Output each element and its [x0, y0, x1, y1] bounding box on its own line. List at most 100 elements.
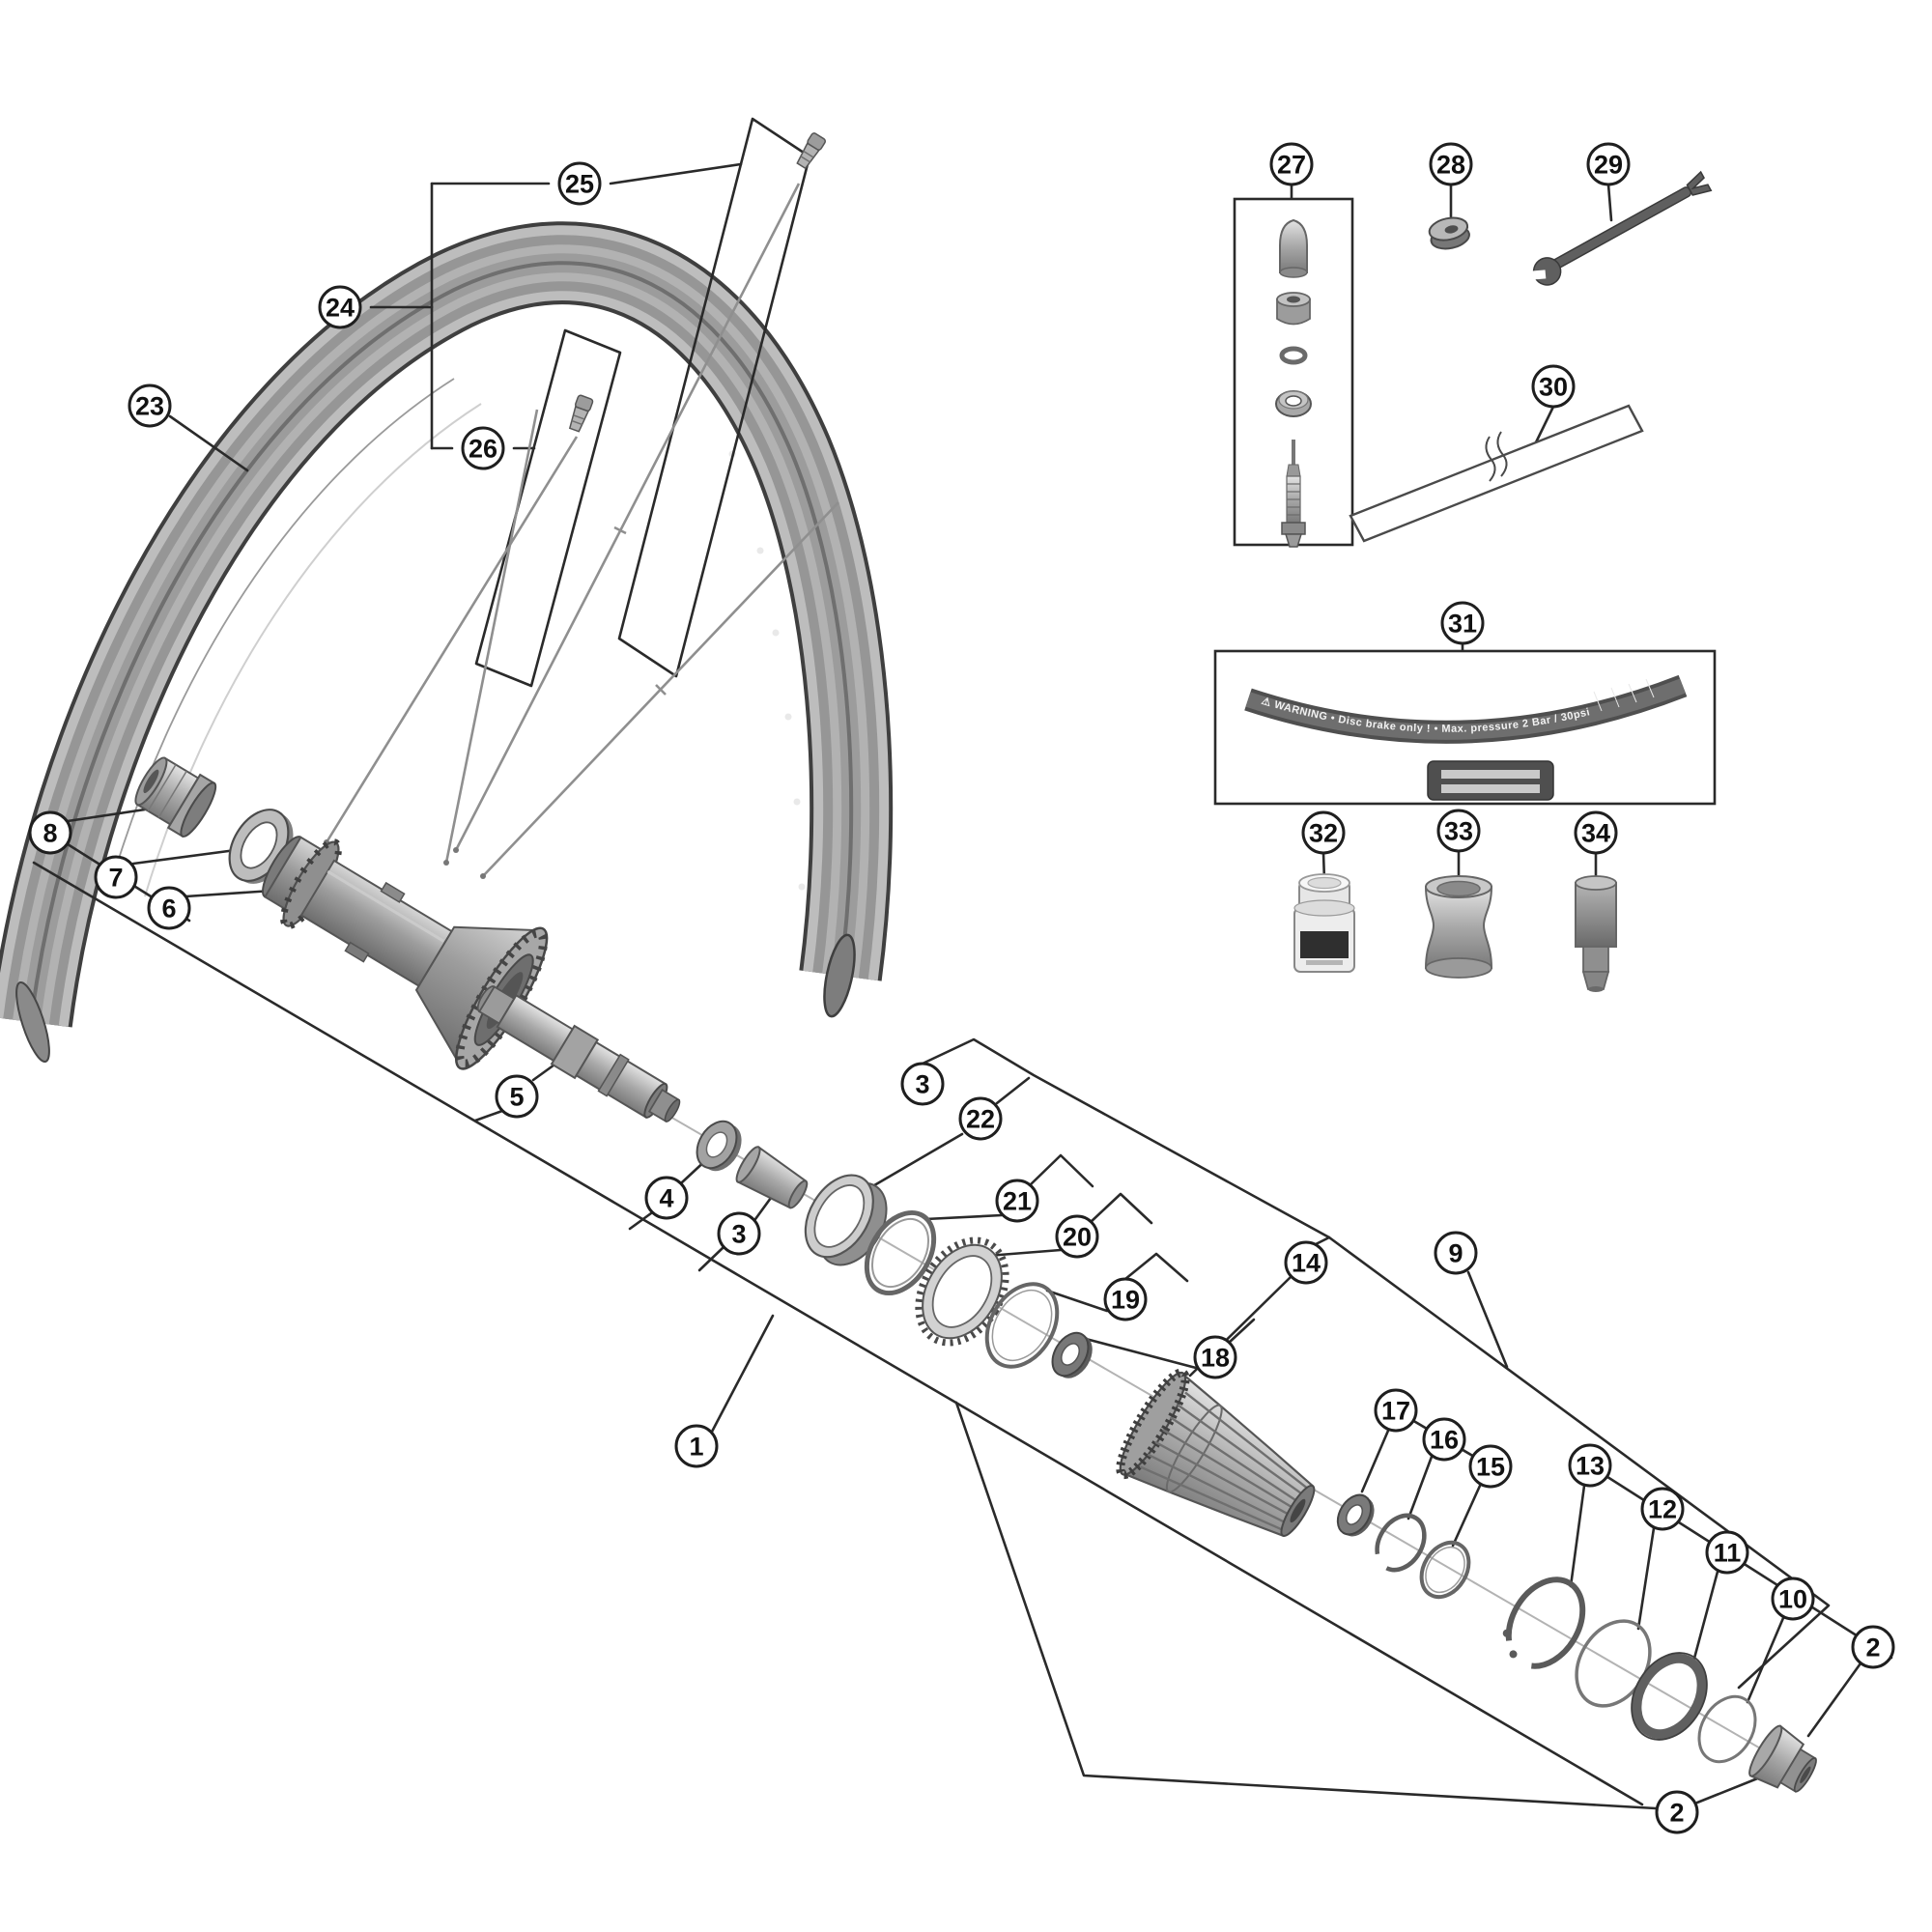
callout-number: 24 [326, 294, 355, 323]
callout-bubble: 2 [1851, 1625, 1895, 1669]
thick-ring-11 [1631, 1652, 1708, 1741]
nipple-group-outline [474, 328, 622, 688]
hub-shell [262, 836, 549, 1070]
callout-number: 6 [161, 895, 176, 923]
callout-bubble: 33 [1436, 809, 1481, 853]
callout-bubble: 34 [1574, 810, 1618, 855]
spoke-nipple [796, 132, 826, 170]
callout-bubble: 20 [1055, 1214, 1099, 1259]
callout-number: 4 [659, 1184, 673, 1213]
callout-number: 14 [1292, 1249, 1321, 1278]
callout-bubble: 2 [1655, 1790, 1699, 1834]
thin-ring-21 [864, 1209, 937, 1296]
callout-number: 11 [1714, 1539, 1742, 1568]
callout-bubble: 31 [1440, 601, 1485, 645]
callout-bubble: 12 [1640, 1487, 1685, 1531]
callout-number: 22 [966, 1105, 995, 1134]
callout-number: 34 [1581, 819, 1610, 848]
end-cap-right [1748, 1724, 1817, 1793]
end-cap-left [134, 756, 217, 838]
callout-number: 31 [1448, 610, 1477, 639]
explosion-axis [463, 996, 1788, 1765]
callout-number: 13 [1576, 1452, 1605, 1481]
callout-number: 1 [689, 1433, 703, 1462]
snap-ring-16 [1375, 1513, 1427, 1573]
callout-bubble: 29 [1586, 142, 1631, 186]
callout-number: 17 [1381, 1397, 1410, 1426]
callout-bubble: 19 [1103, 1277, 1148, 1321]
callout-bubble: 3 [717, 1211, 761, 1256]
callout-number: 7 [108, 864, 123, 893]
callout-number: 28 [1436, 151, 1465, 180]
rim [0, 221, 894, 1064]
callout-number: 33 [1444, 817, 1473, 846]
rim-tape [1349, 404, 1644, 543]
o-ring [1279, 346, 1308, 365]
callout-bubble: 7 [94, 855, 138, 899]
callout-bubble: 9 [1434, 1231, 1478, 1275]
callout-number: 16 [1430, 1426, 1459, 1455]
thin-ring-15 [1419, 1540, 1471, 1600]
callout-number: 25 [565, 170, 594, 199]
valve-cup-nut [1276, 292, 1311, 326]
callout-bubble: 16 [1422, 1417, 1466, 1462]
seal-17 [1336, 1493, 1375, 1537]
callout-bubble: 25 [557, 161, 602, 206]
callout-bubble: 15 [1468, 1444, 1513, 1489]
tubeless-adapter [1424, 875, 1493, 979]
callout-number: 30 [1539, 373, 1568, 402]
freehub-body [1116, 1368, 1316, 1537]
callout-bubble: 30 [1531, 364, 1576, 409]
valve-kit-box [1233, 197, 1354, 548]
rim-nut [1275, 390, 1312, 417]
washer-4 [696, 1120, 742, 1172]
callout-bubble: 27 [1269, 142, 1314, 186]
callout-bubble: 32 [1301, 810, 1346, 855]
spoke-wrench [1529, 170, 1713, 286]
callout-bubble: 8 [28, 810, 72, 855]
callout-bubble: 23 [128, 384, 172, 428]
callout-number: 8 [43, 819, 57, 848]
callout-bubble: 6 [147, 886, 191, 930]
callout-bubble: 4 [644, 1176, 689, 1220]
seal-18 [1051, 1331, 1093, 1378]
spokes [324, 183, 839, 879]
callout-number: 20 [1063, 1223, 1092, 1252]
rim-end-face [823, 933, 856, 1018]
callout-number: 32 [1309, 819, 1338, 848]
valve-core-tool [1575, 875, 1617, 992]
callout-number: 26 [469, 435, 497, 464]
callout-bubble: 14 [1284, 1240, 1328, 1285]
callout-bubble: 24 [318, 285, 362, 329]
cone-spacer-3 [735, 1146, 809, 1209]
callout-bubble: 3 [900, 1062, 945, 1106]
axle [476, 985, 681, 1123]
callout-bubble: 21 [995, 1179, 1039, 1223]
thin-ring-19 [984, 1282, 1060, 1369]
callout-number: 12 [1648, 1495, 1677, 1524]
callout-number: 9 [1448, 1239, 1463, 1268]
callout-number: 21 [1003, 1187, 1032, 1216]
valve-cap [1279, 218, 1308, 278]
callout-number: 27 [1277, 151, 1306, 180]
valve-stem [1281, 440, 1306, 548]
callout-number: 29 [1594, 151, 1623, 180]
callout-number: 5 [509, 1083, 524, 1112]
callout-number: 10 [1778, 1585, 1807, 1614]
callout-number: 15 [1476, 1453, 1505, 1482]
callout-bubble: 13 [1568, 1443, 1612, 1488]
strip-model-label [1427, 760, 1554, 801]
callout-bubble: 11 [1705, 1530, 1749, 1575]
callout-bubble: 1 [674, 1424, 719, 1468]
callout-bubble: 5 [495, 1074, 539, 1119]
rim-strip-box: ⚠ WARNING • Disc brake only ! • Max. pre… [1213, 649, 1717, 806]
callout-number: 18 [1201, 1344, 1230, 1373]
callout-number: 2 [1669, 1799, 1684, 1828]
callout-bubble: 18 [1193, 1335, 1237, 1379]
callouts-layer: 1223345678910111213141516171819202122232… [28, 142, 1895, 1834]
callout-bubble: 28 [1429, 142, 1473, 186]
grease-jar [1293, 873, 1355, 973]
thin-ring-10 [1697, 1694, 1757, 1764]
